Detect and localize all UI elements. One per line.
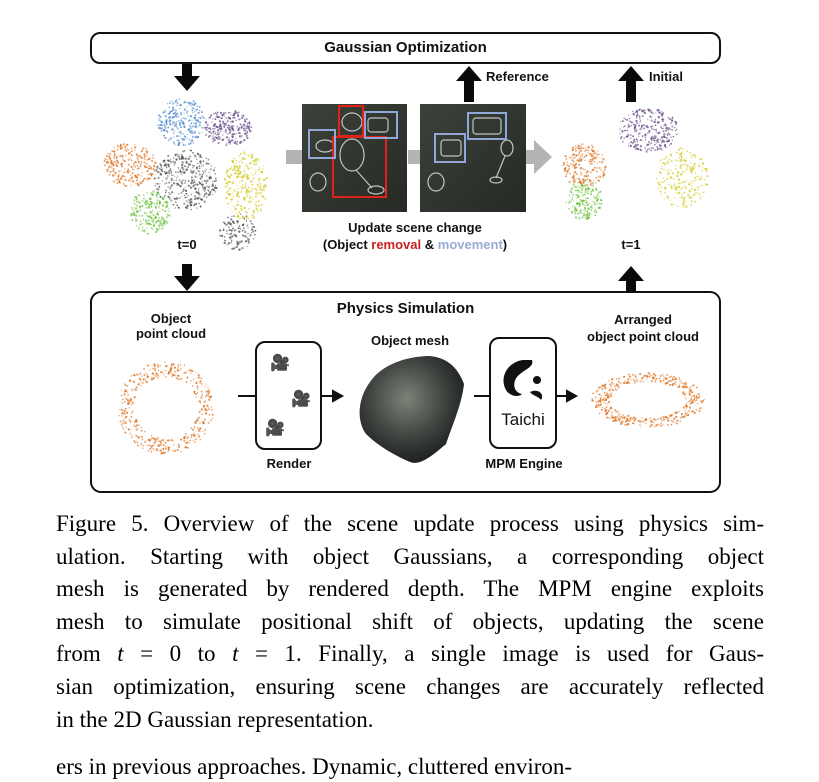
caption-line-7: in the 2D Gaussian representation. [56, 706, 374, 732]
figure: 🎥 🎥 🎥 Gaussian Optimization Reference In… [90, 32, 721, 493]
arranged-label-line2: object point cloud [587, 329, 699, 344]
object-mesh [359, 356, 464, 463]
mpm-engine-label: MPM Engine [485, 456, 563, 471]
cloud-green-t0 [130, 190, 171, 235]
scene-photo-after [420, 104, 526, 212]
render-panel: 🎥 🎥 🎥 [255, 341, 322, 450]
caption-line-1: Figure 5. Overview of the scene update p… [56, 511, 764, 536]
gaussian-optimization-box [90, 32, 721, 64]
cloud-purple-t0 [203, 110, 253, 147]
movement-text: movement [437, 237, 503, 252]
update-scene-change-label: Update scene change [348, 220, 482, 235]
cloud-yellow-t0 [224, 151, 268, 220]
physics-simulation-box [90, 291, 721, 493]
object-point-cloud [118, 361, 214, 455]
gaussian-optimization-title: Gaussian Optimization [324, 39, 487, 56]
svg-text:🎥: 🎥 [270, 353, 290, 372]
update-open-text: (Object [322, 237, 372, 252]
removal-text: removal [371, 237, 422, 252]
update-amp-text: & [421, 237, 438, 252]
caption-line-5-c: = 1. Finally, a single image is used for… [238, 641, 764, 667]
caption-var-t-1: t [117, 641, 124, 667]
cloud-gray-stem-t0 [218, 213, 257, 251]
gaussian-point-clouds [103, 98, 709, 455]
arranged-label-line1: Arranged [614, 312, 672, 327]
physics-simulation-title: Physics Simulation [336, 300, 475, 317]
arrow-down-from-optimization [174, 64, 200, 91]
gray-flow-arrows [286, 140, 552, 174]
t1-label: t=1 [621, 237, 641, 252]
caption-line-2: ulation. Starting with object Gaussians,… [56, 543, 764, 569]
cloud-orange-t0 [103, 143, 157, 188]
caption-line-6: sian optimization, ensuring scene change… [56, 673, 764, 699]
t0-label: t=0 [177, 237, 197, 252]
reference-label: Reference [486, 69, 549, 84]
figure-graphics: 🎥 🎥 🎥 [90, 32, 721, 493]
caption-line-5-a: from [56, 641, 118, 667]
svg-text:🎥: 🎥 [291, 389, 311, 408]
taichi-panel [489, 337, 557, 449]
figure-caption: Figure 5. Overview of the scene update p… [56, 508, 764, 736]
object-mesh-label: Object mesh [370, 333, 450, 348]
render-label: Render [266, 456, 312, 471]
cloud-orange-t1 [561, 143, 607, 187]
caption-line-3: mesh is generated by rendered depth. The… [56, 576, 764, 602]
arranged-point-cloud [591, 372, 705, 428]
cloud-green-t1 [565, 179, 603, 221]
object-point-cloud-label-line1: Object [150, 311, 192, 326]
arrow-up-from-physics [618, 266, 644, 292]
update-close-text: ) [502, 237, 508, 252]
cloud-blue-t0 [157, 98, 207, 147]
caption-line-4: mesh to simulate positional shift of obj… [56, 608, 764, 634]
scene-photo-before [302, 104, 407, 212]
svg-text:🎥: 🎥 [265, 418, 285, 437]
caption-line-5: from t = 0 to t = 1. Finally, a single i… [56, 638, 764, 671]
cloud-purple-t1 [619, 108, 678, 153]
following-body-text: ers in previous approaches. Dynamic, clu… [56, 754, 573, 779]
caption-var-t-2: t [232, 641, 239, 667]
arrow-up-initial [618, 66, 644, 102]
arrow-down-to-physics [174, 264, 200, 291]
arrow-up-reference [456, 66, 482, 102]
taichi-logo-text: Taichi [501, 410, 545, 429]
physics-flow-arrows [238, 389, 579, 403]
object-point-cloud-label-line2: point cloud [135, 326, 207, 341]
cloud-gray-t0 [153, 149, 218, 211]
caption-line-5-b: = 0 to [123, 641, 233, 667]
update-scene-change-detail: (Object removal & movement) [300, 237, 530, 252]
initial-label: Initial [649, 69, 683, 84]
cloud-yellow-t1 [655, 147, 709, 209]
